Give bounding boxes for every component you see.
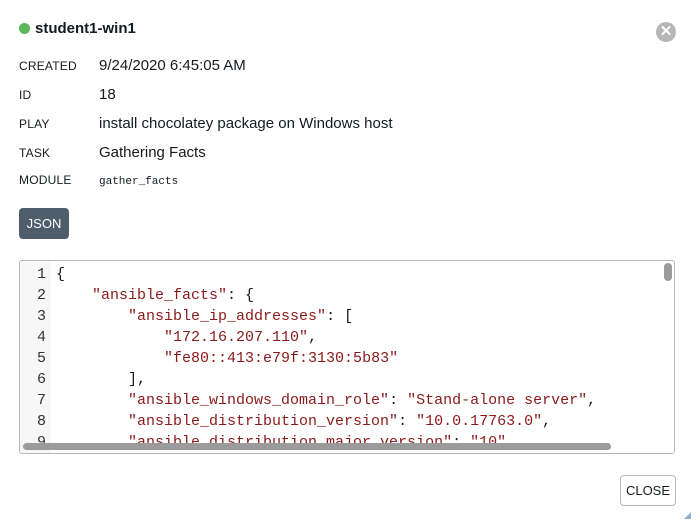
code-indent — [56, 350, 164, 367]
json-key: "ansible_distribution_version" — [128, 413, 399, 430]
code-text: { — [56, 264, 65, 285]
field-task: TASK Gathering Facts — [19, 144, 206, 161]
line-number: 8 — [36, 413, 46, 430]
code-indent — [56, 308, 128, 325]
field-created: CREATED 9/24/2020 6:45:05 AM — [19, 57, 246, 74]
code-indent — [56, 329, 164, 346]
json-key: "ansible_facts" — [92, 287, 228, 304]
json-button[interactable]: JSON — [19, 208, 69, 239]
code-text: "ansible_ip_addresses": [ — [56, 306, 353, 327]
line-number: 4 — [36, 329, 46, 346]
json-punct: , — [308, 329, 318, 346]
code-line: 8 "ansible_distribution_version": "10.0.… — [20, 411, 674, 432]
code-text: "ansible_facts": { — [56, 285, 254, 306]
code-line: 6 ], — [20, 369, 674, 390]
code-line: 1{ — [20, 264, 674, 285]
json-string: "fe80::413:e79f:3130:5b83" — [164, 350, 399, 367]
json-punct: , — [506, 434, 515, 451]
editor-gutter — [20, 261, 50, 453]
code-line: 7 "ansible_windows_domain_role": "Stand-… — [20, 390, 674, 411]
field-value: install chocolatey package on Windows ho… — [99, 115, 393, 132]
code-indent — [56, 413, 128, 430]
field-module: MODULE gather_facts — [19, 173, 178, 188]
host-name: student1-win1 — [35, 20, 136, 37]
close-button[interactable]: CLOSE — [620, 475, 676, 506]
field-label: CREATED — [19, 59, 77, 73]
code-line: 2 "ansible_facts": { — [20, 285, 674, 306]
line-number: 1 — [36, 266, 46, 283]
code-text: "ansible_distribution_version": "10.0.17… — [56, 411, 551, 432]
json-punct: ], — [128, 371, 147, 388]
code-line: 5 "fe80::413:e79f:3130:5b83" — [20, 348, 674, 369]
line-number: 3 — [36, 308, 46, 325]
field-value: 18 — [99, 86, 116, 103]
code-indent — [56, 287, 92, 304]
field-id: ID 18 — [19, 86, 116, 103]
line-number: 6 — [36, 371, 46, 388]
field-value: gather_facts — [99, 176, 179, 188]
code-text: "ansible_windows_domain_role": "Stand-al… — [56, 390, 596, 411]
line-number: 9 — [20, 432, 46, 453]
field-value: 9/24/2020 6:45:05 AM — [99, 57, 246, 74]
line-number: 7 — [36, 392, 46, 409]
json-punct: : [ — [326, 308, 354, 325]
code-text: "172.16.207.110", — [56, 327, 317, 348]
resize-handle-icon[interactable] — [684, 512, 691, 519]
close-x-icon[interactable]: ✕ — [656, 22, 676, 42]
json-punct: : — [389, 392, 408, 409]
json-punct: { — [56, 266, 66, 283]
field-label: PLAY — [19, 117, 50, 131]
field-label: TASK — [19, 146, 51, 160]
json-string: "Stand-alone server" — [407, 392, 588, 409]
json-string: "10.0.17763.0" — [416, 413, 543, 430]
json-editor[interactable]: 1{2 "ansible_facts": {3 "ansible_ip_addr… — [19, 260, 675, 454]
json-key: "ansible_windows_domain_role" — [128, 392, 390, 409]
field-label: ID — [19, 88, 32, 102]
json-punct: : — [452, 434, 470, 451]
horizontal-scrollbar[interactable] — [23, 443, 611, 450]
code-line: 3 "ansible_ip_addresses": [ — [20, 306, 674, 327]
code-line: 4 "172.16.207.110", — [20, 327, 674, 348]
json-string: "172.16.207.110" — [164, 329, 309, 346]
code-text: "fe80::413:e79f:3130:5b83" — [56, 348, 398, 369]
json-punct: , — [542, 413, 552, 430]
code-indent — [56, 371, 128, 388]
vertical-scrollbar[interactable] — [664, 263, 672, 281]
field-label: MODULE — [19, 173, 72, 187]
json-punct: : { — [227, 287, 255, 304]
json-key: "ansible_ip_addresses" — [128, 308, 327, 325]
field-play: PLAY install chocolatey package on Windo… — [19, 115, 393, 132]
line-number: 5 — [36, 350, 46, 367]
editor-code-area[interactable] — [51, 261, 674, 453]
line-number: 2 — [36, 287, 46, 304]
code-text: ], — [56, 369, 146, 390]
host-header: student1-win1 — [19, 20, 136, 37]
status-ok-icon — [19, 23, 30, 34]
json-punct: : — [398, 413, 417, 430]
field-value: Gathering Facts — [99, 144, 206, 161]
json-punct: , — [587, 392, 597, 409]
code-indent — [56, 392, 128, 409]
